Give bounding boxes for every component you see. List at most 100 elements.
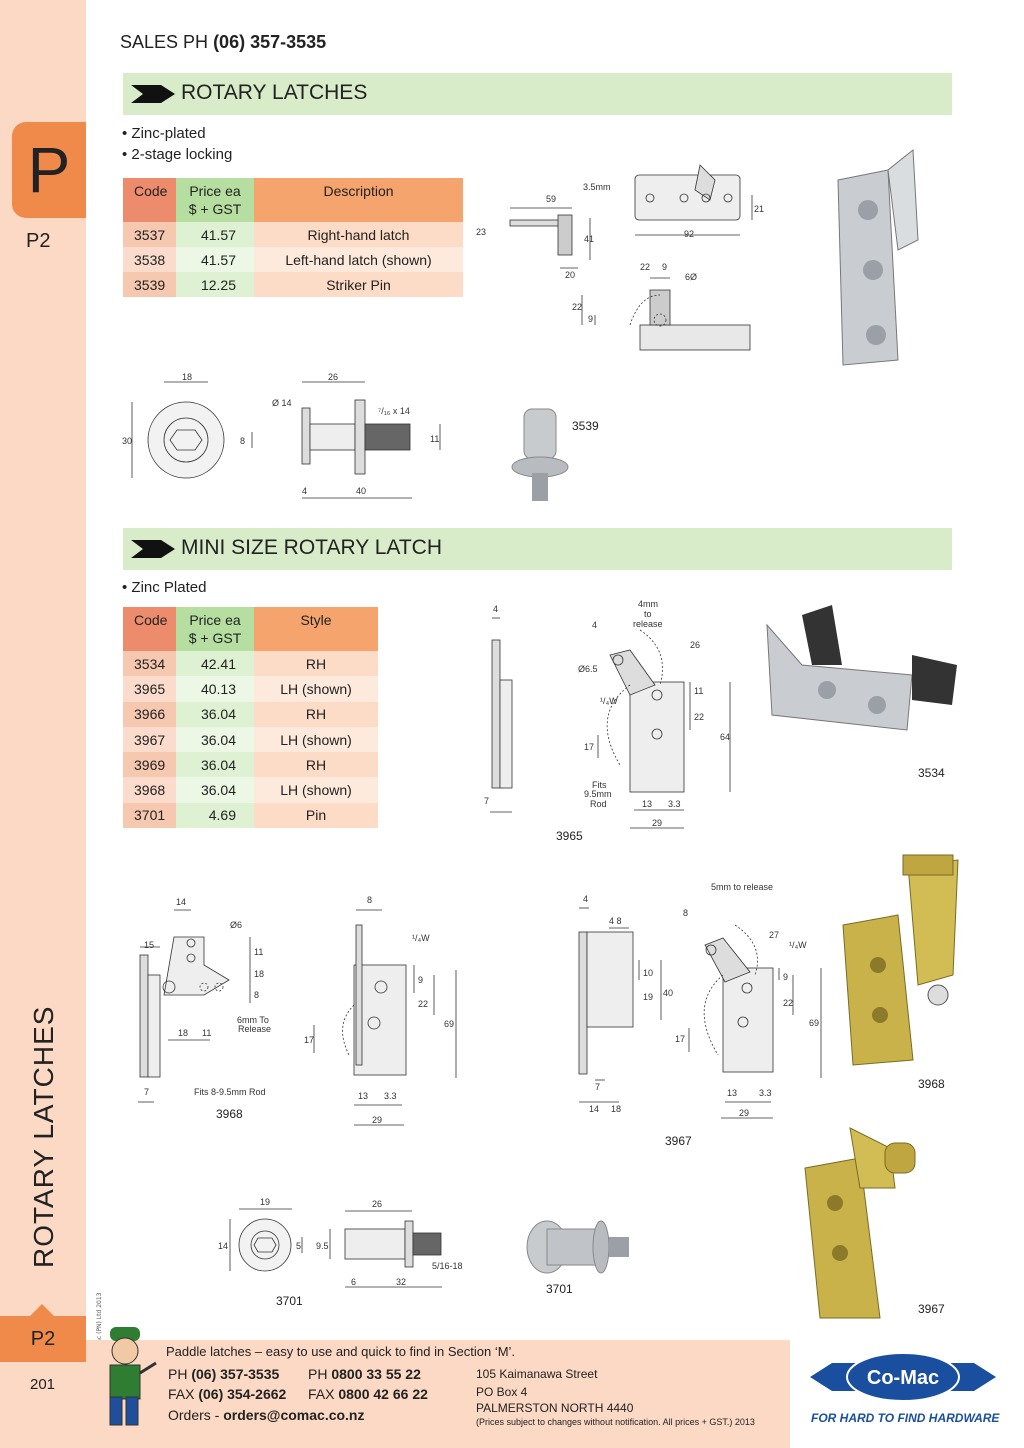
cell-style: LH (shown) xyxy=(254,777,378,803)
dim-label: 15 xyxy=(144,940,154,950)
fax-label: FAX xyxy=(168,1386,195,1402)
cell-style: RH xyxy=(254,651,378,677)
dim-label: 14 xyxy=(218,1241,228,1251)
dim-label: Fits xyxy=(592,780,607,790)
rotary-latch-photo xyxy=(837,149,919,366)
dim-label: 5/16-18 xyxy=(432,1261,463,1271)
dim-label: 8 xyxy=(240,436,245,446)
logo-tagline: FOR HARD TO FIND HARDWARE xyxy=(811,1411,1000,1425)
col-header-price: Price ea$ + GST xyxy=(176,607,254,651)
photo-label: 3967 xyxy=(918,1302,945,1316)
dim-label: 4 xyxy=(493,604,498,614)
chevron-arrow-icon xyxy=(131,85,175,103)
dim-label: 26 xyxy=(690,640,700,650)
ph-label: PH xyxy=(168,1366,188,1382)
section-band-mini-rotary: MINI SIZE ROTARY LATCH xyxy=(123,528,952,570)
ph-value[interactable]: (06) 357-3535 xyxy=(191,1366,280,1382)
section-tab-page: P2 xyxy=(26,230,51,252)
col-header-description: Description xyxy=(254,178,463,222)
latch-technical-drawing: 59 3.5mm 23 41 20 92 21 22 9 6Ø 22 9 xyxy=(476,164,764,351)
col-header-code: Code xyxy=(123,607,176,651)
cell-price: 4.69 xyxy=(176,802,254,829)
orders-email-link[interactable]: orders@comac.co.nz xyxy=(223,1407,365,1423)
dim-label: 19 xyxy=(643,992,653,1002)
cell-code: 3701 xyxy=(123,802,176,829)
dim-label: 17 xyxy=(584,742,594,752)
sales-phone-header: SALES PH (06) 357-3535 xyxy=(120,32,326,53)
bullet-item: • Zinc Plated xyxy=(122,579,207,596)
dim-label: 18 xyxy=(254,969,264,979)
cell-description: Right-hand latch xyxy=(254,222,463,247)
cell-code: 3966 xyxy=(123,701,176,727)
dim-label: 22 xyxy=(783,998,793,1008)
cell-code: 3534 xyxy=(123,651,176,677)
mascot-illustration xyxy=(109,1327,157,1426)
dim-label: 4 xyxy=(302,486,307,496)
dim-label: 5 xyxy=(296,1241,301,1251)
bullet-item: • Zinc-plated xyxy=(122,125,206,142)
drawing-label: 3967 xyxy=(665,1134,692,1148)
dim-label: 9.5mm xyxy=(584,789,612,799)
address-line: PO Box 4 xyxy=(476,1385,528,1399)
sales-prefix: SALES PH xyxy=(120,32,209,52)
pin-3701-photo xyxy=(526,1220,629,1274)
cell-style: LH (shown) xyxy=(254,676,378,702)
dim-label: ¹/₄W xyxy=(412,933,430,943)
dim-label: 3.3 xyxy=(759,1088,772,1098)
dim-label: 20 xyxy=(565,270,575,280)
dim-label: 8 xyxy=(367,895,372,905)
dim-label: 69 xyxy=(444,1019,454,1029)
cell-price: 36.04 xyxy=(176,726,254,753)
dim-label: 41 xyxy=(584,234,594,244)
dim-label: 14 xyxy=(589,1104,599,1114)
ph2-value[interactable]: 0800 33 55 22 xyxy=(331,1366,421,1382)
logo-text: Co-Mac xyxy=(867,1367,939,1389)
section-title: MINI SIZE ROTARY LATCH xyxy=(181,536,442,559)
dim-label: 9 xyxy=(418,975,423,985)
bottom-page-tab: P2 xyxy=(0,1304,86,1362)
cell-price: 12.25 xyxy=(176,272,254,297)
latch-3968-drawing: 14 Ø6 15 11 18 8 6mm To Release 18 11 7 … xyxy=(138,895,457,1126)
dim-label: ¹/₄W xyxy=(600,696,618,706)
dim-label: 29 xyxy=(739,1108,749,1118)
dim-label: 11 xyxy=(430,434,439,444)
dim-label: Release xyxy=(238,1024,271,1034)
table-row: 3537 41.57 Right-hand latch xyxy=(123,222,463,247)
dim-label: 3.3 xyxy=(384,1091,397,1101)
latch-3534-photo xyxy=(766,605,957,731)
fax-value: (06) 354-2662 xyxy=(198,1386,287,1402)
cell-code: 3967 xyxy=(123,726,176,753)
dim-label: Ø6 xyxy=(230,920,242,930)
dim-label: 92 xyxy=(684,229,694,239)
dim-label: 4 xyxy=(583,894,588,904)
dim-label: 22 xyxy=(640,262,650,272)
dim-label: 29 xyxy=(372,1115,382,1125)
sales-phone: (06) 357-3535 xyxy=(213,32,327,52)
fax2-value: 0800 42 66 22 xyxy=(338,1386,428,1402)
dim-label: 5mm to release xyxy=(711,882,773,892)
section-tab-letter[interactable]: P xyxy=(12,122,86,218)
cell-style: RH xyxy=(254,752,378,778)
dim-label: 9.5 xyxy=(316,1241,329,1251)
dim-label: 4 8 xyxy=(609,916,622,926)
dim-label: ⁷/₁₆ x 14 xyxy=(378,406,410,416)
cell-price: 36.04 xyxy=(176,752,254,778)
section2-bullets: • Zinc Plated xyxy=(122,577,206,598)
orders-label: Orders - xyxy=(168,1407,220,1423)
contact-fax: FAX (06) 354-2662 xyxy=(168,1386,286,1402)
dim-label: 6Ø xyxy=(685,272,697,282)
cell-description: Striker Pin xyxy=(254,272,463,297)
cell-code: 3965 xyxy=(123,676,176,702)
dim-label: 17 xyxy=(675,1034,685,1044)
dim-label: 30 xyxy=(122,436,132,446)
dim-label: 7 xyxy=(484,796,489,806)
cell-style: RH xyxy=(254,701,378,727)
cell-price: 41.57 xyxy=(176,222,254,247)
cell-price: 36.04 xyxy=(176,701,254,727)
